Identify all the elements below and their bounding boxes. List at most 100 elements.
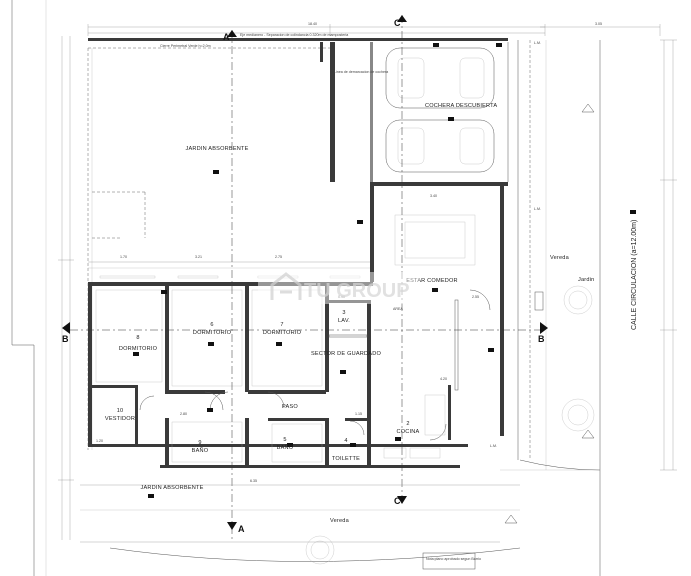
north-marker-icon [581, 429, 595, 439]
bath-wall-1 [165, 418, 169, 468]
svg-text:B: B [538, 334, 545, 344]
house-bottom-outer [160, 465, 460, 468]
bedroom-left-label: DORMITORIO [119, 346, 158, 352]
area-label: AREA [393, 307, 403, 311]
garage-post [320, 42, 323, 62]
jardin-right-label: Jardin [578, 277, 594, 283]
svg-text:A: A [238, 524, 245, 534]
lm-bottom-label: L.M. [490, 444, 497, 448]
door-swings [139, 289, 491, 441]
bath-right-num: 5 [283, 437, 286, 443]
kitchen-fixtures [383, 394, 446, 459]
left-dimension-chain [58, 36, 74, 540]
paso-label: PASO [282, 404, 298, 410]
lav-top-wall [329, 300, 367, 303]
section-arrow-icon [227, 522, 237, 530]
medianera-wall [88, 38, 508, 41]
garage-label: COCHERA DESCUBIERTA [425, 103, 497, 109]
vestidor-label: VESTIDOR [105, 416, 135, 422]
room-outline [251, 289, 323, 387]
estar-label: ESTAR COMEDOR [406, 278, 458, 284]
room-outline [171, 289, 243, 387]
vereda-bottom-label: Vereda [330, 518, 350, 524]
car-outline-icon [385, 119, 495, 173]
section-arrow-icon [227, 30, 237, 37]
bath-left-num: 9 [198, 440, 201, 446]
svg-text:B: B [62, 334, 69, 344]
kitchen-left-wall [367, 300, 371, 468]
dimension-label: 6.35 [250, 479, 257, 483]
tree-icon [305, 535, 335, 565]
street-label: CALLE CIRCULACION (a=12.00m) [631, 220, 638, 330]
medianera-label: Eje medianero - Separacion de colindanci… [240, 33, 348, 37]
tree-icon [561, 398, 595, 432]
bath-top-wall [268, 418, 328, 421]
kitchen-counter-wall [448, 385, 451, 440]
north-marker-icon [504, 514, 518, 524]
section-marker-b-right: B [538, 322, 548, 344]
bedroom-mid-label: DORMITORIO [193, 330, 232, 336]
dimension-label: 1.70 [120, 255, 127, 259]
room-outline [171, 421, 243, 463]
section-arrow-icon [397, 15, 407, 22]
section-arrow-icon [397, 496, 407, 504]
living-furniture [394, 214, 476, 266]
section-marker-a-top: A [223, 30, 237, 42]
bedroom-left-num: 8 [136, 335, 139, 341]
garage-left-wall [330, 42, 335, 182]
bedroom-wall-1 [165, 282, 169, 392]
section-arrow-icon [62, 322, 70, 334]
house-top-wall [88, 282, 373, 286]
lav-num: 3 [342, 310, 345, 316]
kitchen-divider [454, 299, 459, 391]
room-outline [95, 289, 163, 383]
bedroom-bottom-2 [248, 390, 326, 394]
car-outline-icon [385, 47, 495, 109]
garage-note-text: Linea de demarcacion de cochera [334, 70, 388, 74]
dimension-label: 0.90 [338, 295, 345, 299]
garden-label-top: JARDIN ABSORBENTE [185, 146, 248, 152]
living-left-wall [370, 182, 374, 282]
dimension-label: 2.55 [472, 295, 479, 299]
dimension-label: 3.40 [430, 194, 437, 198]
toilette-num: 4 [344, 438, 347, 444]
section-marker-c-top: C [394, 15, 407, 28]
section-marker-b-left: B [62, 322, 70, 344]
lav-label: LAV. [338, 318, 350, 324]
garden-label-bottom: JARDIN ABSORBENTE [140, 485, 203, 491]
kitchen-label: COCINA [397, 429, 420, 435]
dimension-label: 1.15 [355, 412, 362, 416]
lm-top-label: L.M. [534, 41, 541, 45]
room-outline [271, 423, 323, 463]
section-arrow-icon [540, 322, 548, 334]
bath-wall-2 [245, 418, 249, 468]
sector-guardado-label: SECTOR DE GUARDADO [311, 351, 381, 357]
bedroom-mid-num: 6 [210, 322, 213, 328]
house-left-wall [88, 282, 92, 447]
bedroom-right-label: DORMITORIO [263, 330, 302, 336]
house-bottom-wall [88, 444, 468, 447]
bath-left-label: BAÑO [192, 447, 209, 454]
dimension-label: 3.21 [195, 255, 202, 259]
garage-divider [370, 42, 373, 182]
note-box [422, 552, 476, 570]
north-marker-icon [581, 103, 595, 113]
bath-right-label: BAÑO [277, 444, 294, 451]
lav-bottom-line [328, 334, 368, 338]
dimension-label: 18.40 [308, 22, 317, 26]
bedroom-wall-3 [325, 282, 329, 392]
svg-text:A: A [223, 32, 230, 42]
dimension-label: 2.80 [180, 412, 187, 416]
tree-icon [563, 285, 593, 315]
bedroom-right-num: 7 [280, 322, 283, 328]
section-marker-c-bottom: C [394, 496, 407, 506]
living-top-wall [370, 182, 508, 186]
meter-box [534, 291, 544, 311]
living-right-wall [500, 186, 504, 436]
bath-wall-3 [325, 418, 329, 468]
house-logo-icon [270, 272, 302, 300]
bedroom-bottom-1 [165, 390, 225, 394]
toilette-label: TOILETTE [332, 456, 360, 462]
window-marks [88, 261, 370, 279]
watermark-text: TU GROUP [304, 280, 410, 302]
